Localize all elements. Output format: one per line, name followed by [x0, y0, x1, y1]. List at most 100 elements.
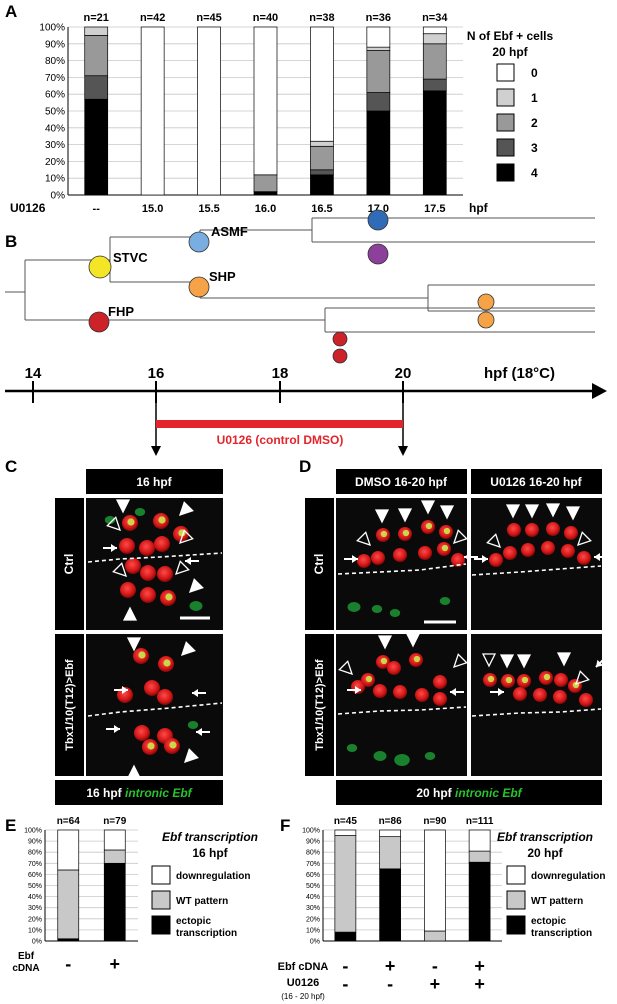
bar-segment-ectopic-transcription [379, 868, 401, 942]
panel-c-label: C [5, 457, 17, 476]
nucleus [139, 540, 155, 556]
nucleus [393, 548, 407, 562]
panel-c: C 16 hpf Ctrl Tbx1/10(T12)>Ebf 16 hpf in… [5, 457, 223, 805]
arrowhead-open-icon [452, 653, 468, 669]
ebf-transcript-dot [441, 544, 449, 552]
y-tick-label: 60% [28, 872, 42, 879]
legend-label: downregulation [531, 871, 605, 882]
y-tick-label: 70% [306, 861, 320, 868]
midline-dashed [337, 563, 467, 575]
arrowhead-filled-icon [126, 637, 142, 652]
bar-segment-ectopic-transcription [468, 861, 491, 942]
arrowhead-open-icon [112, 562, 128, 578]
tick-label-18: 18 [272, 365, 289, 382]
ebf-cdna-value: - [65, 954, 71, 974]
panel-a: A 0%10%20%30%40%50%60%70%80%90%100%n=21-… [5, 2, 554, 215]
midline-dashed [87, 702, 223, 717]
u0126-value: + [430, 974, 441, 994]
midline-dashed [471, 565, 602, 576]
arrow-icon [103, 544, 117, 552]
nucleus [553, 690, 567, 704]
arrowhead-filled-icon [556, 652, 572, 667]
arrowhead-filled-icon [439, 505, 455, 520]
stvc-label: STVC [113, 250, 148, 265]
nucleus [157, 689, 173, 705]
shp-daughter-1-node [477, 293, 495, 311]
panel-d-row2-label: Tbx1/10(T12)>Ebf [314, 659, 326, 751]
legend-swatch [151, 865, 171, 885]
n-label: n=42 [140, 12, 165, 24]
bar-segment-0 [310, 26, 334, 142]
arrowhead-filled-icon [377, 635, 393, 650]
arrowhead-open-icon [452, 529, 468, 545]
ebf-transcript-dot [147, 742, 155, 750]
purple-node [367, 243, 389, 265]
bar-segment-4 [366, 110, 391, 196]
bar-segment-2 [253, 174, 278, 192]
u0126-value: - [387, 974, 393, 994]
ebf-cdna-value: - [432, 956, 438, 976]
panel-c-footer-box [55, 780, 223, 805]
legend-title-1: N of Ebf + cells [467, 29, 554, 43]
arrow-icon [196, 728, 210, 736]
legend-label: transcription [176, 928, 237, 939]
category-label: 16.5 [311, 203, 332, 215]
arrowhead-filled-icon [565, 506, 581, 521]
arrowhead-open-icon [574, 670, 590, 686]
arrow-icon [490, 688, 504, 696]
panel-d-row1-label-box [305, 498, 334, 630]
n-label: n=36 [366, 12, 391, 24]
panel-f-row1-label: Ebf cDNA [278, 961, 329, 973]
nucleus [357, 554, 371, 568]
nucleus [507, 523, 521, 537]
bar-segment-WT-pattern [379, 836, 401, 870]
n-label: n=38 [309, 12, 334, 24]
green-signal [371, 605, 383, 613]
nucleus [373, 684, 387, 698]
fhp-node [88, 311, 110, 333]
y-tick-label: 70% [45, 73, 65, 84]
panel-f-row2-sub: (16 - 20 hpf) [281, 992, 325, 1001]
y-tick-label: 0% [32, 938, 42, 945]
midline-dashed [87, 552, 223, 563]
bar-segment-ectopic-transcription [334, 931, 357, 942]
bar-segment-WT-pattern [468, 850, 491, 863]
bar-segment-0 [422, 26, 447, 35]
nucleus [157, 566, 173, 582]
panel-e-label: E [5, 816, 16, 835]
u0126-value: - [342, 974, 348, 994]
nucleus [154, 536, 170, 552]
y-tick-label: 20% [28, 916, 42, 923]
nucleus [433, 692, 447, 706]
green-signal [347, 602, 361, 612]
bar-segment-0 [140, 26, 165, 196]
y-tick-label: 50% [306, 883, 320, 890]
bar-segment-2 [366, 50, 391, 93]
panel-d-footer-box [336, 780, 602, 805]
nucleus [533, 688, 547, 702]
nucleus [561, 544, 575, 558]
panel-d-header-2: U0126 16-20 hpf [490, 475, 582, 489]
ebf-transcript-dot [165, 593, 173, 601]
arrow-icon [192, 689, 206, 697]
y-tick-label: 20% [45, 157, 65, 168]
bar-segment-downregulation [334, 829, 357, 836]
y-tick-label: 80% [45, 56, 65, 67]
panel-c-row2-label: Tbx1/10(T12)>Ebf [64, 659, 76, 751]
arrow-icon [474, 555, 488, 563]
bar-segment-WT-pattern [57, 869, 80, 940]
ebf-transcript-dot [380, 530, 388, 538]
arrow-icon [114, 686, 128, 694]
panel-f-title-2: 20 hpf [527, 846, 563, 860]
category-label: 15.5 [198, 203, 219, 215]
legend-swatch [496, 88, 515, 107]
y-tick-label: 0% [51, 191, 66, 202]
ebf-cdna-value: + [109, 954, 120, 974]
shp-label: SHP [209, 269, 236, 284]
green-signal [394, 754, 410, 766]
y-tick-label: 60% [45, 90, 65, 101]
bar-segment-4 [310, 174, 334, 196]
